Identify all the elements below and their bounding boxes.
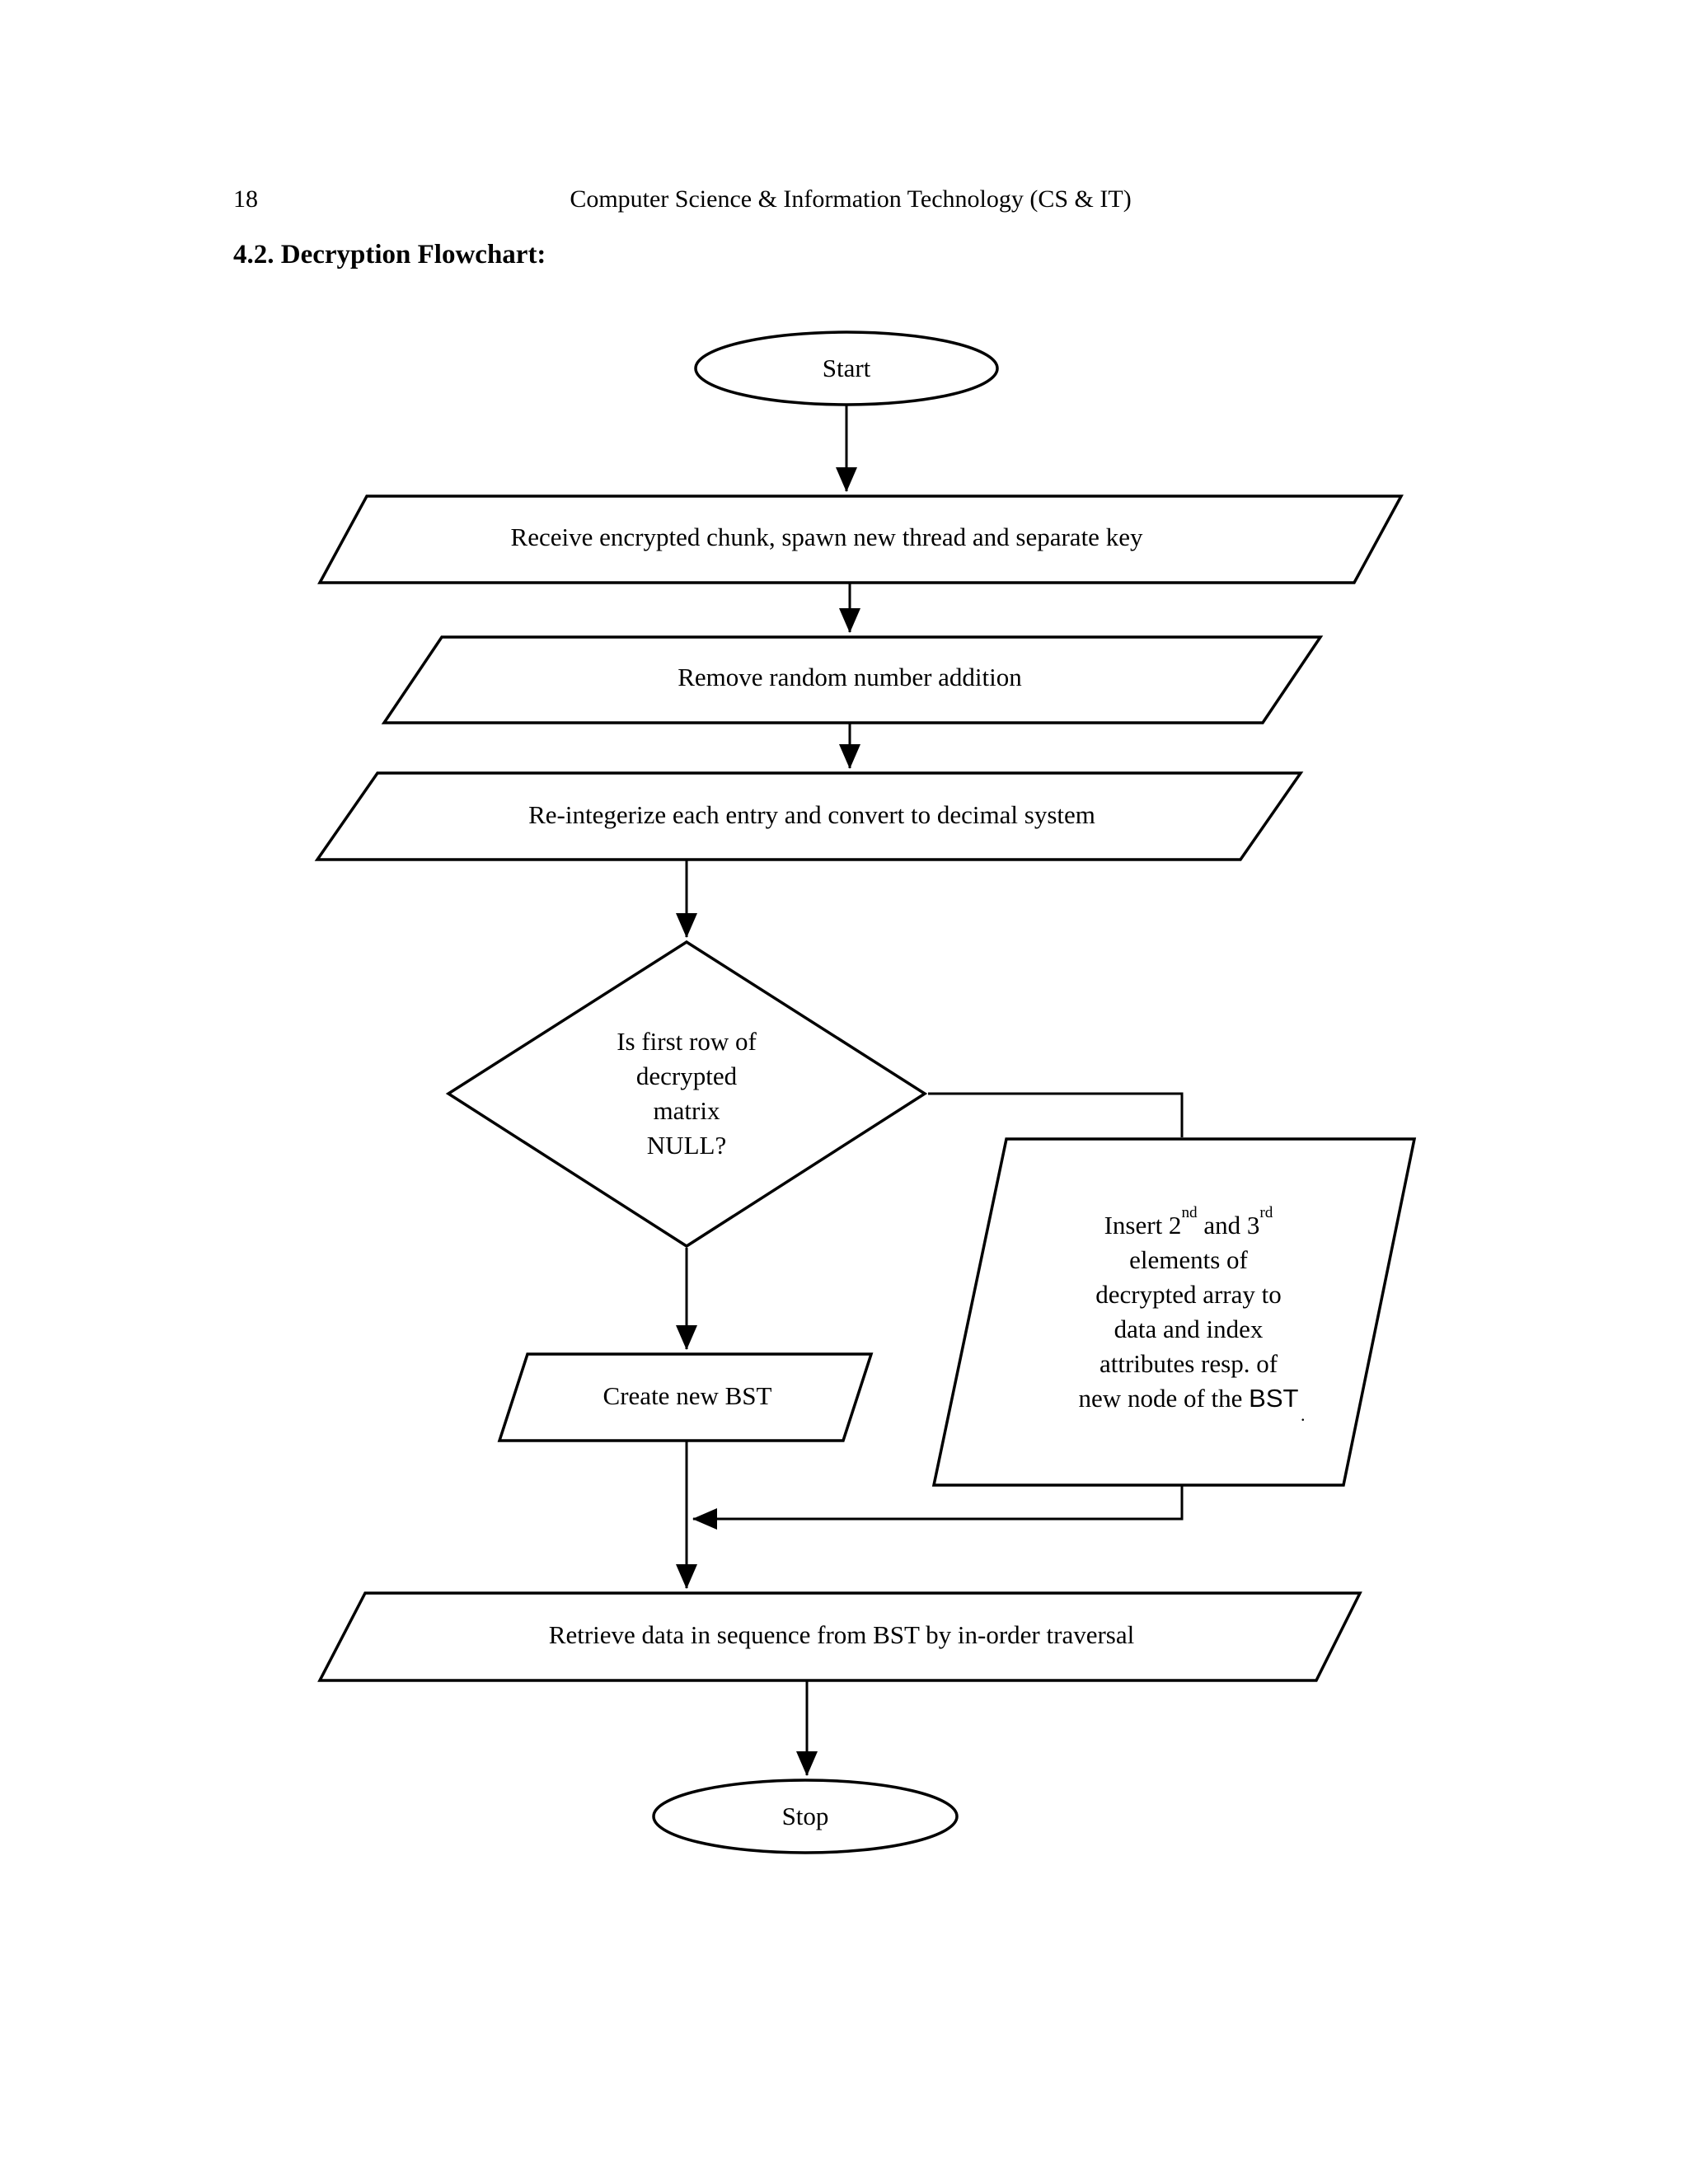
insert-line-5: attributes resp. of [1099, 1349, 1278, 1378]
insert-line-1-sup-nd: nd [1181, 1204, 1198, 1222]
arrow-insert-to-main-line [692, 1486, 1184, 1530]
decision-line-1: Is first row of [617, 1027, 757, 1056]
reintegerize-step-label: Re-integerize each entry and convert to … [528, 800, 1095, 829]
retrieve-step-label: Retrieve data in sequence from BST by in… [548, 1620, 1135, 1649]
decision-line-3: matrix [653, 1096, 720, 1125]
insert-line-1-mid: and 3 [1197, 1211, 1260, 1240]
insert-node-label: Insert 2nd and 3rd elements of decrypted… [982, 1205, 1395, 1416]
create-bst-parallelogram-shape [497, 1352, 874, 1442]
insert-line-1-sup-rd: rd [1259, 1204, 1273, 1222]
stray-dot-mark: . [1301, 1404, 1306, 1425]
insert-line-2: elements of [1129, 1245, 1248, 1274]
section-heading: 4.2. Decryption Flowchart: [233, 240, 546, 269]
journal-running-header: Computer Science & Information Technolog… [570, 185, 1132, 213]
receive-parallelogram-shape [317, 494, 1404, 584]
connector-decision-to-insert [928, 1092, 1184, 1137]
decision-diamond-shape [445, 940, 928, 1249]
insert-line-6-bst: BST [1249, 1384, 1299, 1413]
insert-line-3: decrypted array to [1095, 1280, 1282, 1309]
insert-line-1-pre: Insert 2 [1104, 1211, 1182, 1240]
start-terminator-shape [694, 330, 999, 406]
stop-terminator-shape [652, 1779, 959, 1854]
insert-parallelogram-shape [931, 1137, 1417, 1487]
decision-line-4: NULL? [646, 1131, 727, 1160]
start-label: Start [822, 354, 871, 382]
remove-parallelogram-shape [381, 635, 1324, 724]
create-bst-label: Create new BST [603, 1381, 772, 1410]
remove-step-label: Remove random number addition [678, 663, 1022, 691]
page-number: 18 [233, 185, 258, 213]
insert-line-4: data and index [1114, 1315, 1264, 1343]
stop-label: Stop [781, 1802, 829, 1830]
insert-line-6-pre: new node of the [1078, 1384, 1250, 1413]
decision-line-2: decrypted [635, 1062, 738, 1090]
insert-line-1: Insert 2nd and 3rd [982, 1205, 1395, 1243]
receive-step-label: Receive encrypted chunk, spawn new threa… [510, 523, 1143, 551]
insert-line-6: new node of the BST [982, 1381, 1395, 1416]
reintegerize-parallelogram-shape [314, 771, 1304, 861]
decision-label: Is first row of decrypted matrix NULL? [481, 1024, 893, 1163]
retrieve-parallelogram-shape [317, 1591, 1362, 1682]
